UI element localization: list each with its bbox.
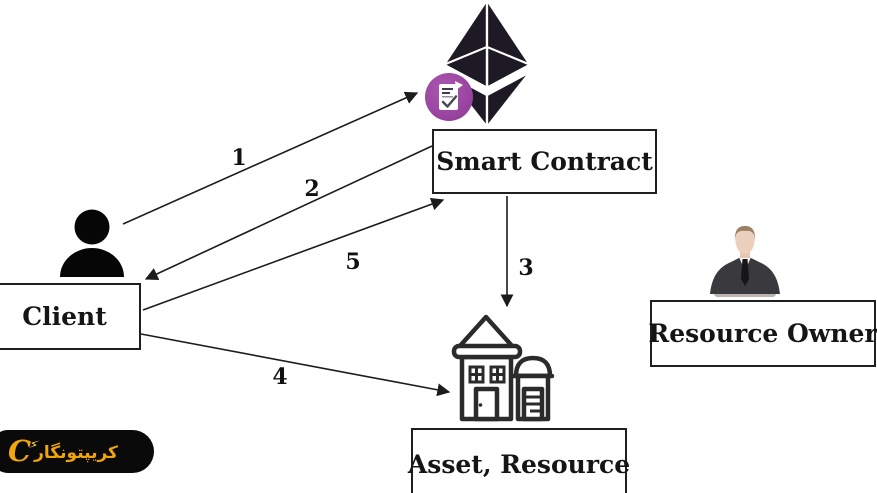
arrow-label-4: 4: [272, 364, 288, 390]
arrow-1: [122, 91, 419, 225]
smart-contract-label: Smart Contract: [436, 147, 653, 176]
client-node: Client: [0, 283, 141, 350]
resource-owner-label: Resource Owner: [648, 319, 877, 348]
arrow-2: [144, 145, 433, 280]
arrow-label-1: 1: [231, 145, 247, 171]
contract-badge: [425, 73, 473, 121]
businessman-icon: [710, 226, 780, 297]
asset-resource-label: Asset, Resource: [407, 449, 631, 479]
arrow-label-2: 2: [304, 176, 320, 202]
document-check-icon: [439, 81, 463, 110]
brand-c-letter: C: [8, 434, 32, 468]
brand-c-logo: C ⚡: [8, 434, 40, 468]
asset-resource-node: Asset, Resource: [407, 428, 631, 493]
client-person-icon: [60, 209, 124, 277]
brand-watermark: C ⚡ کریپتونگار: [0, 430, 154, 473]
arrow-label-3: 3: [518, 255, 534, 281]
arrow-label-5: 5: [345, 249, 361, 275]
resource-owner-node: Resource Owner: [648, 300, 877, 367]
smart-contract-node: Smart Contract: [432, 129, 657, 194]
arrow-5: [142, 197, 445, 311]
client-label: Client: [22, 302, 107, 331]
brand-text: کریپتونگار: [34, 442, 118, 463]
arrow-4: [140, 333, 451, 397]
house-silo-icon: [451, 314, 555, 422]
ethereum-icon: [444, 0, 530, 127]
